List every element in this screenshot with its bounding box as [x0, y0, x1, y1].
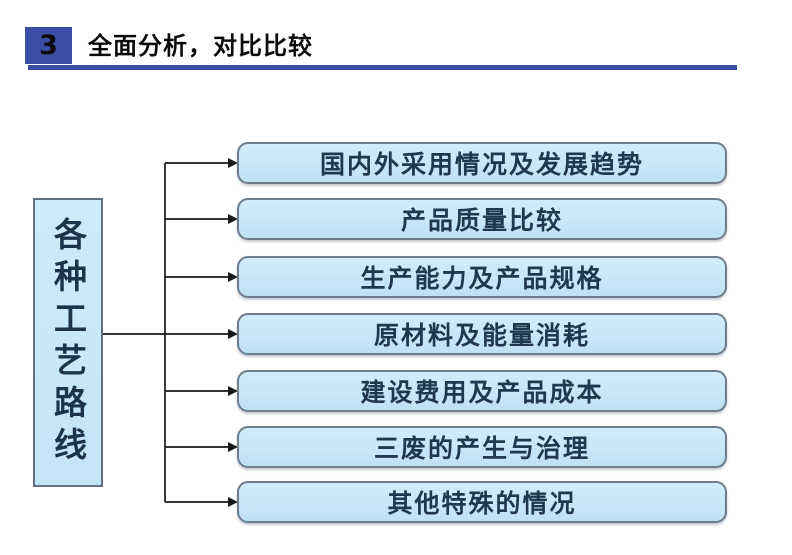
- section-number-badge: 3: [25, 27, 72, 64]
- section-number: 3: [39, 30, 58, 61]
- diagram-branch-label: 产品质量比较: [400, 206, 563, 235]
- diagram-branch-label: 生产能力及产品规格: [360, 264, 604, 293]
- diagram-branch-node: 生产能力及产品规格: [237, 256, 727, 298]
- header-divider: [28, 65, 737, 70]
- diagram-root-node: 各种工艺路线: [33, 198, 103, 487]
- page-title: 全面分析，对比比较: [88, 32, 313, 60]
- diagram-branch-label: 原材料及能量消耗: [373, 321, 590, 350]
- diagram-branch-label: 国内外采用情况及发展趋势: [319, 150, 644, 179]
- diagram-branch-node: 产品质量比较: [237, 198, 727, 240]
- diagram-branch-node: 三废的产生与治理: [237, 426, 727, 468]
- diagram-branch-label: 三废的产生与治理: [373, 434, 590, 463]
- diagram-branch-node: 其他特殊的情况: [237, 481, 727, 523]
- diagram-branch-node: 建设费用及产品成本: [237, 370, 727, 412]
- diagram-branch-label: 建设费用及产品成本: [360, 378, 604, 407]
- diagram-branch-node: 国内外采用情况及发展趋势: [237, 142, 727, 184]
- diagram-root-label: 各种工艺路线: [48, 216, 88, 469]
- diagram-branch-label: 其他特殊的情况: [387, 489, 577, 518]
- diagram-branch-node: 原材料及能量消耗: [237, 313, 727, 355]
